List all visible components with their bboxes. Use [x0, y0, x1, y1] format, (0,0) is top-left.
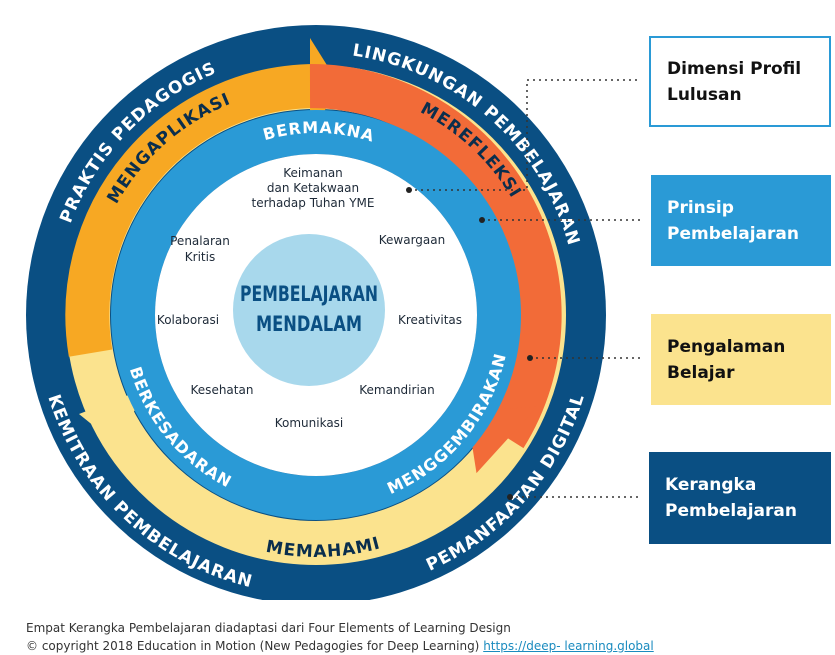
- legend-prinsip-line2: Pembelajaran: [667, 223, 799, 244]
- leader-dot-kerangka-start: [507, 494, 513, 500]
- legend-kerangka-pembelajaran: Kerangka Pembelajaran: [649, 452, 831, 544]
- legend-profil-line1: Dimensi Profil: [667, 58, 802, 79]
- dimension-penalaran-line1: Penalaran: [170, 234, 230, 248]
- legend-pengalaman-line2: Belajar: [667, 362, 735, 383]
- dimension-kemandirian: Kemandirian: [359, 383, 434, 397]
- center-title-line1: PEMBELAJARAN: [240, 282, 378, 306]
- leader-dot-prinsip-start: [479, 217, 485, 223]
- caption: Empat Kerangka Pembelajaran diadaptasi d…: [26, 619, 654, 655]
- caption-link[interactable]: https://deep- learning.global: [483, 639, 654, 653]
- dimension-kolaborasi: Kolaborasi: [157, 313, 219, 327]
- caption-line1: Empat Kerangka Pembelajaran diadaptasi d…: [26, 621, 511, 635]
- leader-dot-pengalaman-start: [527, 355, 533, 361]
- legend-dimensi-profil-lulusan: Dimensi Profil Lulusan: [649, 36, 831, 127]
- caption-line2: © copyright 2018 Education in Motion (Ne…: [26, 637, 654, 655]
- dimension-penalaran-line2: Kritis: [185, 250, 215, 264]
- legend-kerangka-line2: Pembelajaran: [665, 501, 797, 521]
- dimension-kesehatan: Kesehatan: [191, 383, 254, 397]
- principle-ring: [111, 110, 521, 520]
- caption-copyright: © copyright 2018 Education in Motion (Ne…: [26, 639, 480, 653]
- legend-profil-line2: Lulusan: [667, 84, 742, 105]
- dimension-kreativitas: Kreativitas: [398, 313, 462, 327]
- legend-prinsip-pembelajaran: Prinsip Pembelajaran: [651, 175, 831, 266]
- legend-prinsip-line1: Prinsip: [667, 197, 734, 218]
- dimension-kewargaan: Kewargaan: [379, 233, 445, 247]
- center-circle: [233, 234, 385, 386]
- dimension-keimanan-line3: terhadap Tuhan YME: [252, 196, 375, 210]
- dimension-keimanan-line1: Keimanan: [283, 166, 343, 180]
- legend-kerangka-line1: Kerangka: [665, 475, 757, 495]
- mengaplikasi-arc: [65, 64, 317, 357]
- legend-pengalaman-belajar: Pengalaman Belajar: [651, 314, 831, 405]
- dimension-keimanan-line2: dan Ketakwaan: [267, 181, 359, 195]
- learning-framework-diagram: PEMBELAJARAN MENDALAM PRAKTIS PEDAGOGIS …: [26, 25, 640, 600]
- legend-pengalaman-line1: Pengalaman: [667, 336, 786, 357]
- memahami-arrowhead: [79, 388, 147, 444]
- dimension-komunikasi: Komunikasi: [275, 416, 344, 430]
- center-title-line2: MENDALAM: [256, 312, 362, 336]
- leader-dot-profil-start: [406, 187, 412, 193]
- merefleksi-arc: [309, 63, 562, 449]
